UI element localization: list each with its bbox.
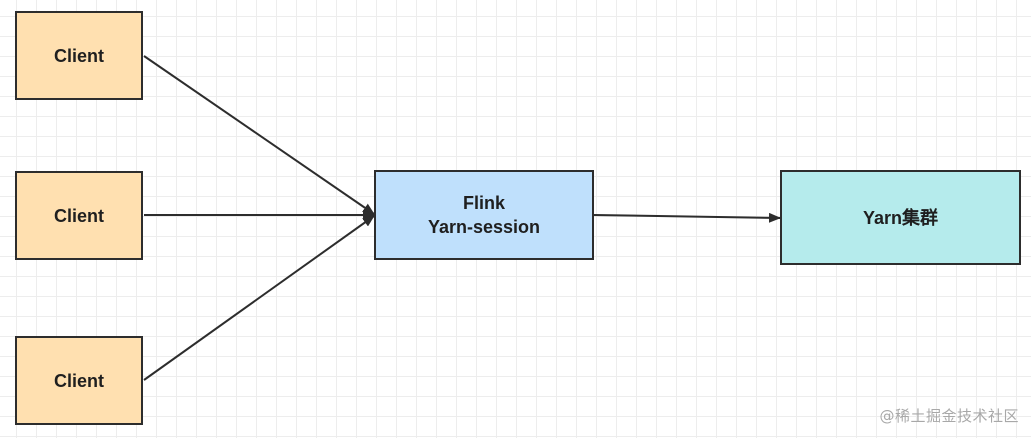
cluster-label: Yarn集群 (862, 207, 939, 228)
client-node[interactable]: Client (15, 11, 143, 100)
client-label: Client (53, 370, 104, 391)
session-label-line2: Yarn-session (427, 217, 541, 237)
flink-yarn-session-node[interactable]: Flink Yarn-session (374, 170, 594, 260)
client-label: Client (53, 45, 104, 66)
edge-session-to-cluster (593, 212, 781, 223)
edge-client-1-to-session (143, 55, 375, 215)
edge-client-3-to-session (143, 215, 375, 381)
client-node[interactable]: Client (15, 336, 143, 425)
watermark: @稀土掘金技术社区 (879, 407, 1019, 425)
session-label-line1: Flink (462, 193, 505, 213)
yarn-cluster-node[interactable]: Yarn集群 (780, 170, 1021, 265)
client-node[interactable]: Client (15, 171, 143, 260)
client-label: Client (53, 205, 104, 226)
